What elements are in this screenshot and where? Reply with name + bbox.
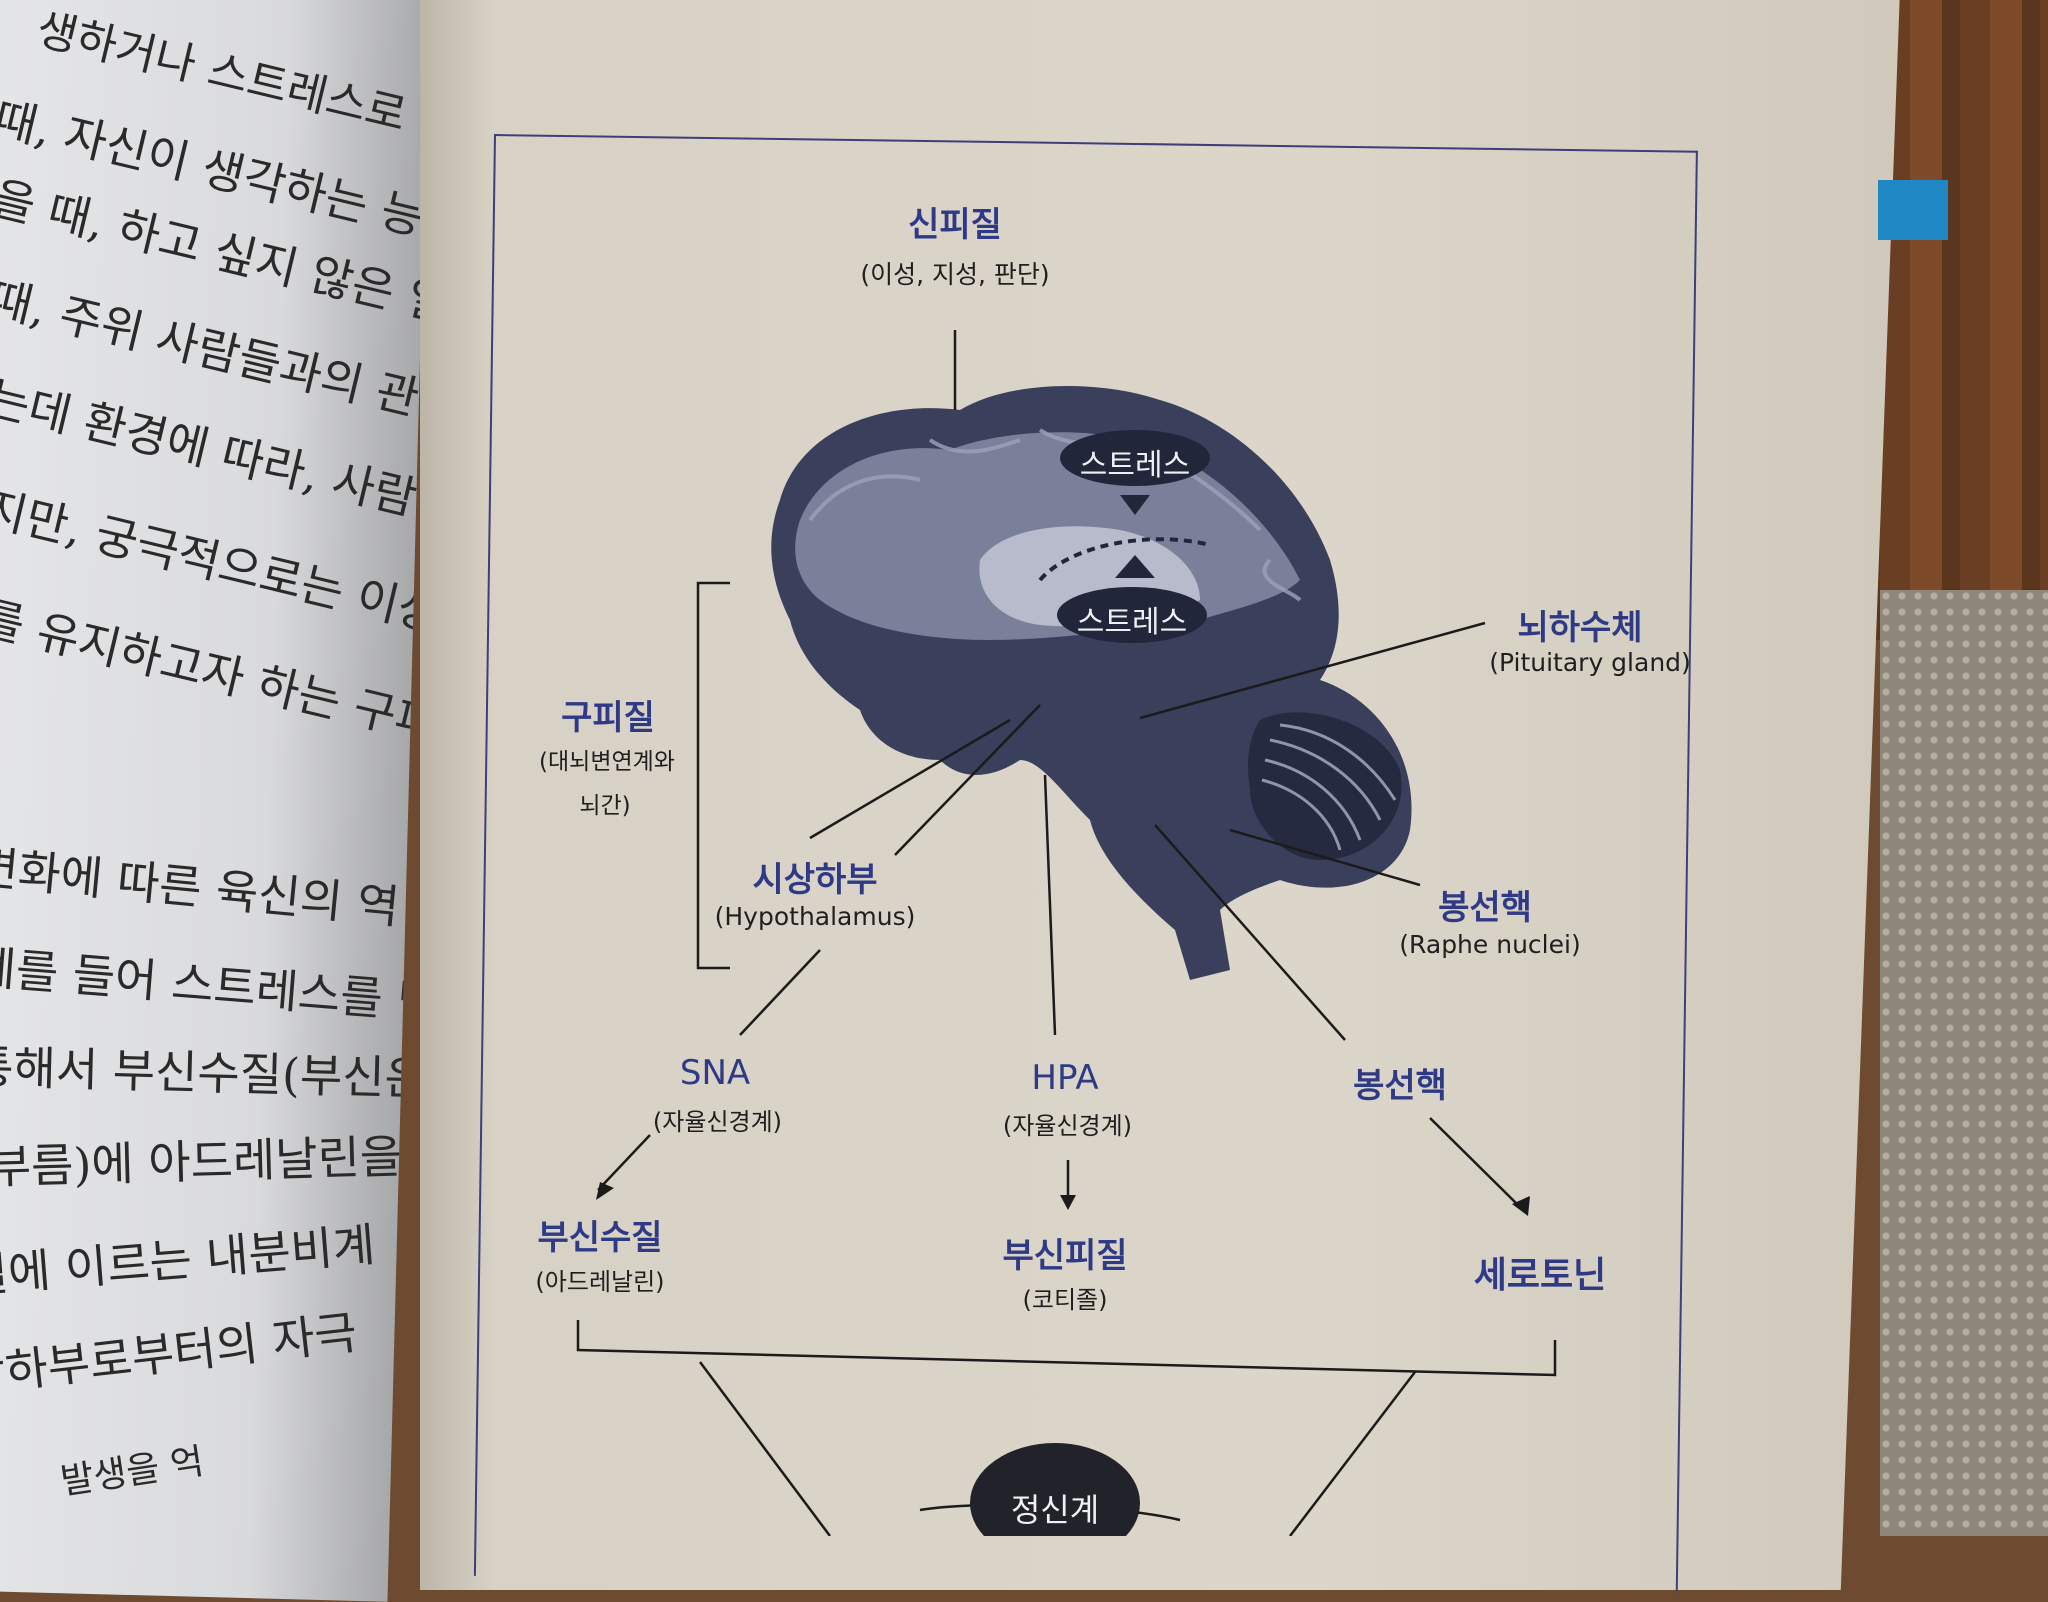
pituitary-title: 뇌하수체	[1517, 608, 1643, 648]
adrenal-cortex-subtitle: (코티졸)	[1022, 1286, 1108, 1314]
hpa-title: HPA	[1031, 1058, 1099, 1098]
neocortex-subtitle: (이성, 지성, 판단)	[860, 260, 1050, 289]
sna-title: SNA	[679, 1053, 751, 1093]
sna-subtitle: (자율신경계)	[652, 1108, 783, 1136]
brain-illustration	[771, 386, 1412, 980]
bookmark-tab	[1878, 180, 1948, 240]
paleocortex-subtitle-1: (대뇌변연계와	[539, 749, 675, 775]
neocortex-title: 신피질	[908, 205, 1002, 245]
adrenal-cortex-title: 부신피질	[1002, 1236, 1128, 1276]
paleocortex-title: 구피질	[561, 698, 655, 738]
hypothalamus-subtitle: (Hypothalamus)	[714, 902, 916, 931]
adrenal-medulla-subtitle: (아드레날린)	[535, 1268, 665, 1296]
raphe-nuclei-2-title: 봉선핵	[1353, 1066, 1447, 1106]
serotonin-title: 세로토닌	[1473, 1255, 1607, 1296]
raphe-nuclei-title: 봉선핵	[1438, 888, 1532, 928]
brain-diagram	[576, 330, 1557, 1536]
paleocortex-subtitle-2: 뇌간)	[579, 793, 631, 819]
pituitary-subtitle: (Pituitary gland)	[1489, 648, 1691, 677]
mental-system-label: 정신계	[1010, 1491, 1100, 1529]
raphe-nuclei-subtitle: (Raphe nuclei)	[1399, 930, 1581, 959]
hpa-subtitle: (자율신경계)	[1002, 1112, 1133, 1140]
stress-bottom-label: 스트레스	[1076, 605, 1188, 640]
stress-top-label: 스트레스	[1079, 448, 1191, 483]
blanket-background	[1880, 590, 2048, 1536]
adrenal-medulla-title: 부신수질	[537, 1218, 663, 1258]
hypothalamus-title: 시상하부	[752, 860, 878, 900]
